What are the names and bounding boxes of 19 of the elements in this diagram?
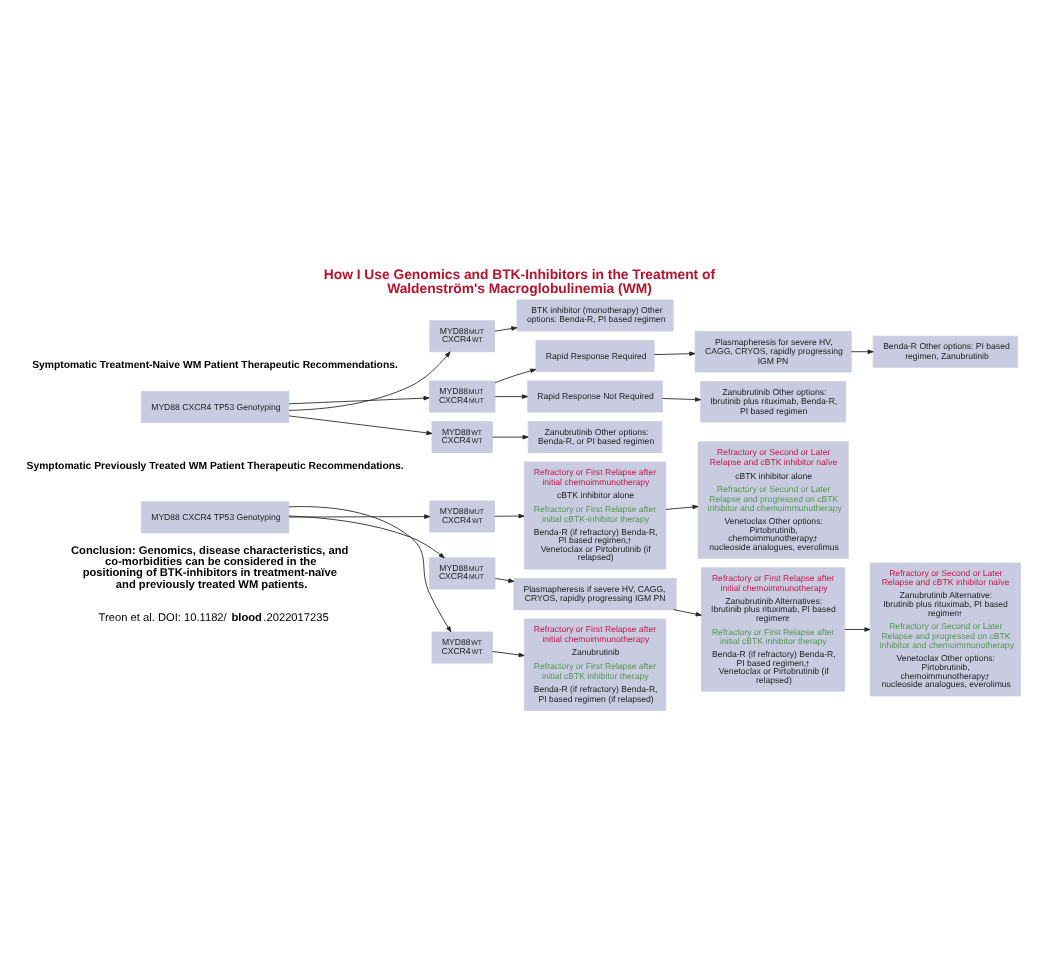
arrow xyxy=(288,394,430,404)
arrow xyxy=(850,348,874,353)
arrow xyxy=(494,512,525,518)
arrow xyxy=(494,393,528,398)
arrow xyxy=(494,367,537,383)
arrow xyxy=(288,514,445,558)
arrow xyxy=(288,414,433,435)
arrow xyxy=(288,513,431,518)
arrow xyxy=(844,626,871,631)
arrow xyxy=(661,396,702,401)
arrow xyxy=(492,433,529,439)
arrow xyxy=(288,350,451,410)
arrow xyxy=(673,608,702,616)
arrow xyxy=(653,350,696,355)
arrow xyxy=(494,577,515,582)
arrow xyxy=(494,325,518,331)
arrow xyxy=(665,503,699,509)
arrow xyxy=(492,650,525,657)
arrow xyxy=(288,505,452,632)
